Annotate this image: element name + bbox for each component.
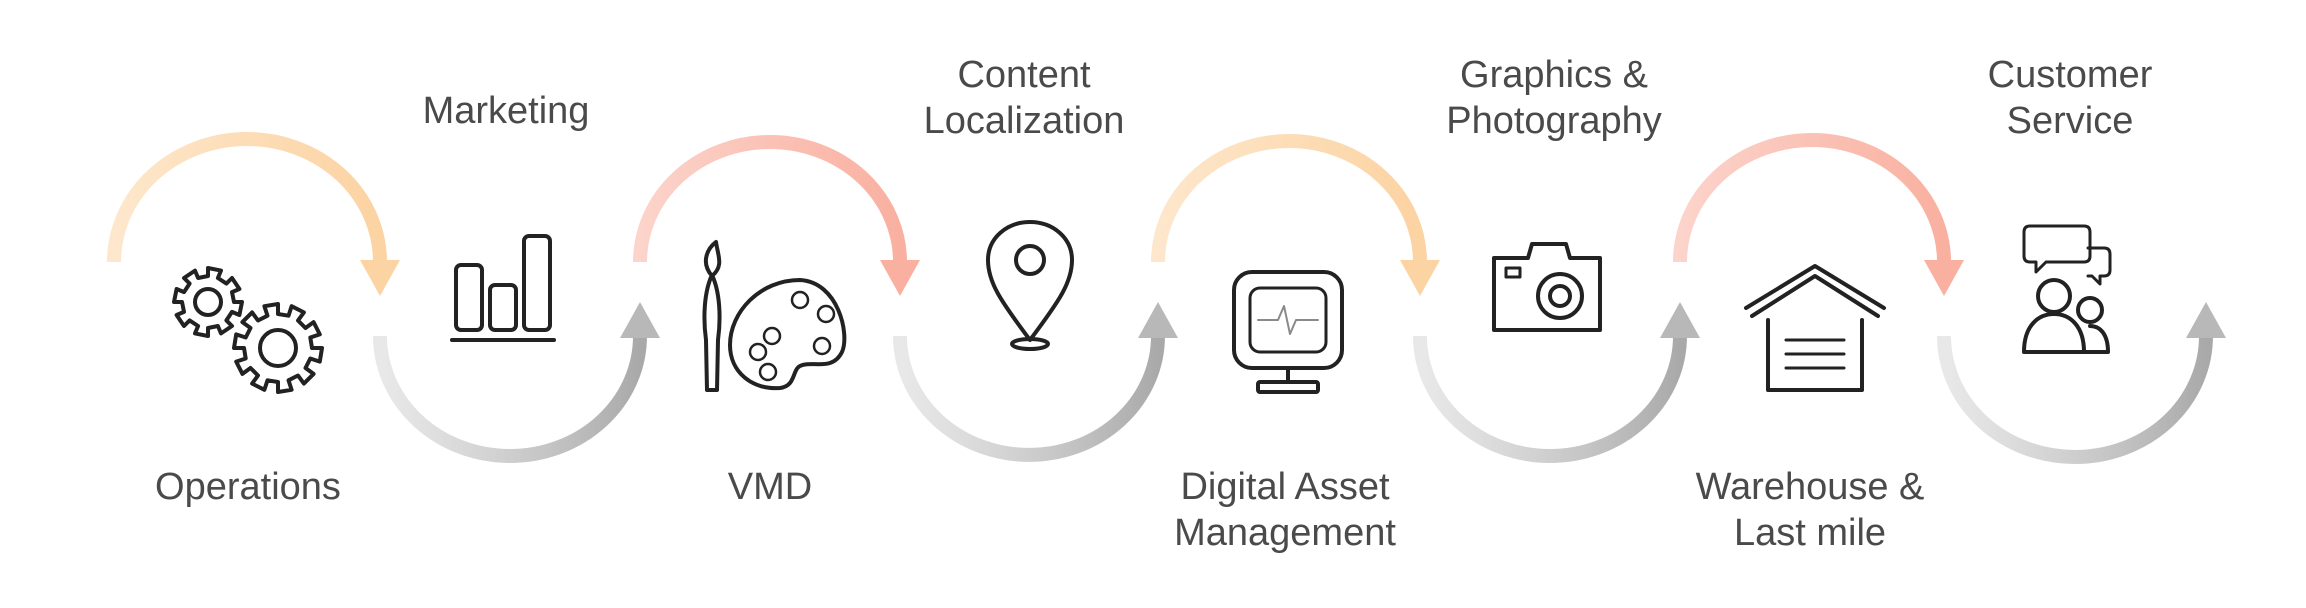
bar-chart-icon	[450, 234, 556, 342]
step-label-operations: Operations	[155, 466, 341, 508]
camera-icon	[1492, 242, 1602, 332]
arrowhead-down	[360, 260, 400, 296]
arrowhead-up	[2186, 302, 2226, 338]
paint-palette-icon	[702, 240, 847, 392]
flow-arc-top	[1673, 133, 1951, 263]
step-label-digital-asset-management: Digital Asset Management	[1174, 466, 1396, 554]
arrowhead-down	[1924, 260, 1964, 296]
gears-icon	[172, 266, 324, 394]
step-icons	[172, 220, 2112, 394]
flow-arc-bottom	[893, 335, 1165, 462]
step-label-content-localization: Content Localization	[923, 54, 1125, 142]
arrowhead-up	[1660, 302, 1700, 338]
step-label-warehouse-last-mile: Warehouse & Last mile	[1695, 466, 1925, 554]
step-label-marketing: Marketing	[422, 90, 590, 132]
flow-arc-bottom	[1413, 335, 1687, 463]
flow-arrows	[107, 132, 2226, 464]
step-label-customer-service: Customer Service	[1987, 54, 2153, 142]
flow-arc-top	[1151, 134, 1427, 263]
warehouse-icon	[1744, 264, 1886, 392]
flow-arc-top	[633, 135, 907, 263]
monitor-icon	[1232, 270, 1344, 394]
customer-service-icon	[2022, 224, 2112, 354]
flow-arc-bottom	[1937, 335, 2213, 464]
arrowhead-up	[620, 302, 660, 338]
step-label-graphics-photography: Graphics & Photography	[1446, 54, 1662, 142]
arrowhead-up	[1138, 302, 1178, 338]
arrowhead-down	[880, 260, 920, 296]
step-label-vmd: VMD	[727, 466, 813, 508]
flow-arc-top	[107, 132, 387, 263]
arrowhead-down	[1400, 260, 1440, 296]
flow-arc-bottom	[373, 335, 647, 463]
map-pin-icon	[986, 220, 1074, 351]
